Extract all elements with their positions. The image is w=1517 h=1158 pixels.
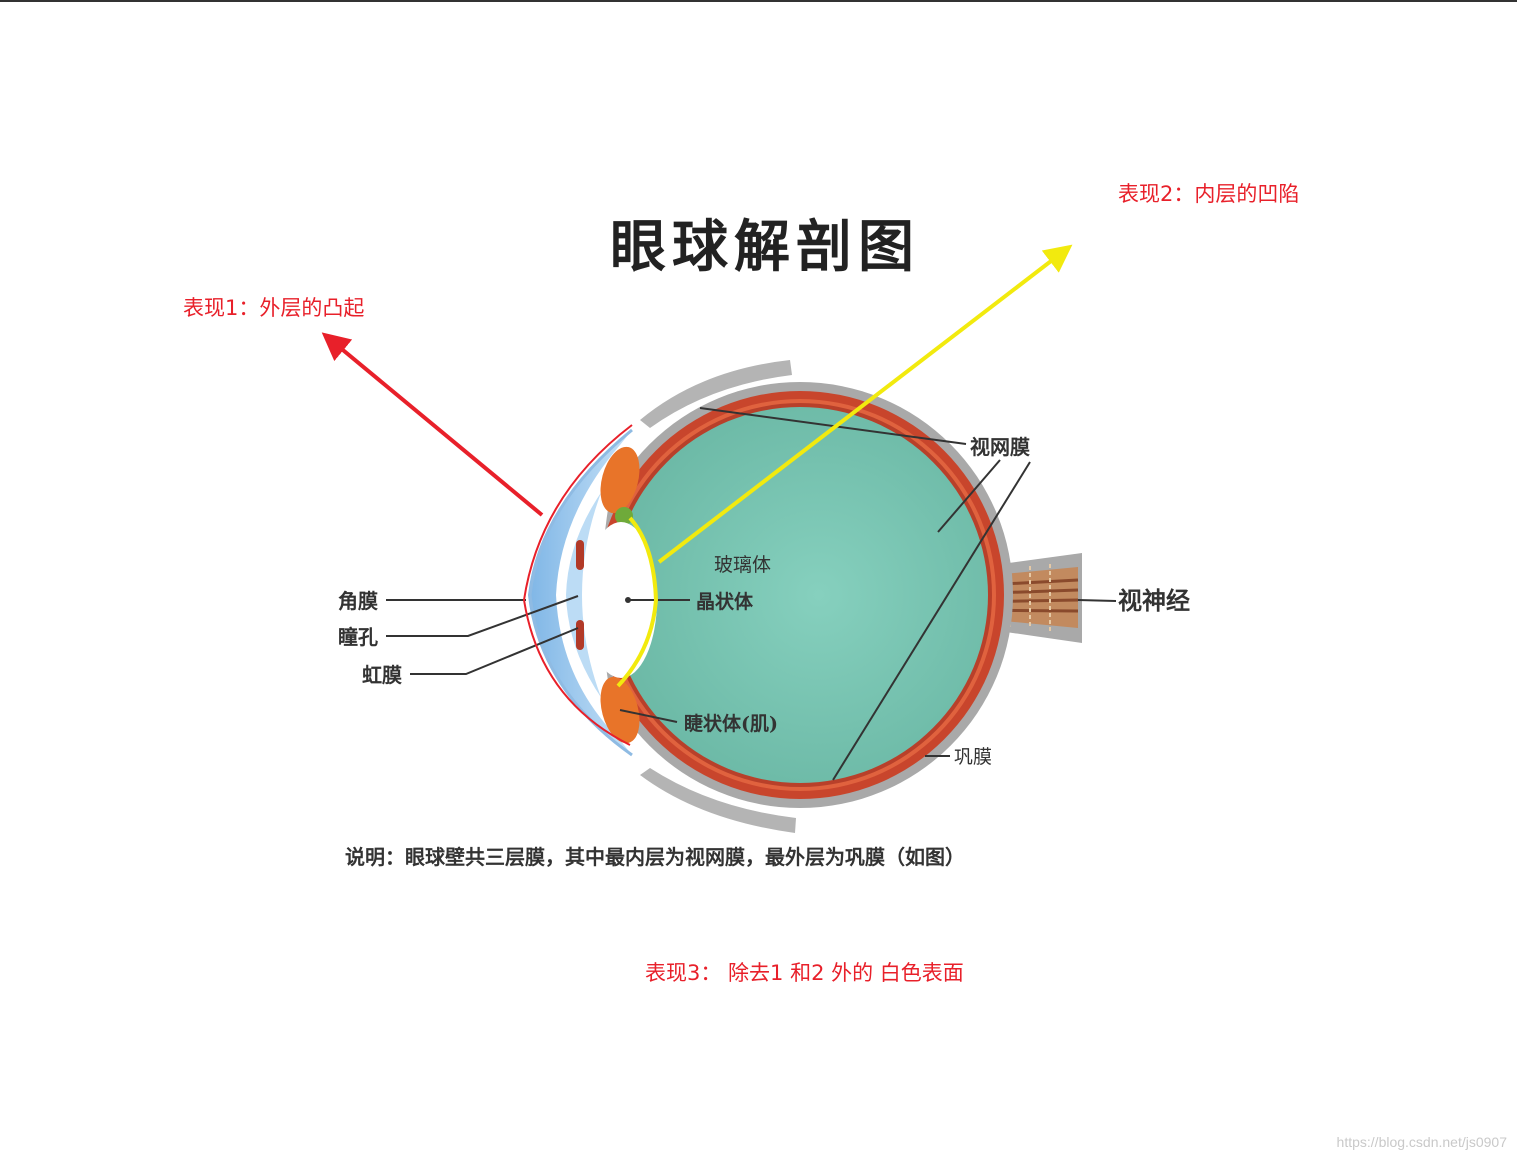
label-lens: 晶状体 xyxy=(696,590,754,613)
label-vitreous: 玻璃体 xyxy=(714,554,771,576)
iris-top xyxy=(576,540,584,570)
label-pupil: 瞳孔 xyxy=(338,625,378,649)
leader-lines xyxy=(386,407,1117,781)
vitreous-body xyxy=(612,407,988,783)
diagram-caption: 说明：眼球壁共三层膜，其中最内层为视网膜，最外层为巩膜（如图） xyxy=(345,845,965,869)
sclera-bottom-arc xyxy=(640,768,796,833)
inner-concavity-outline xyxy=(616,516,659,688)
iris-bottom xyxy=(576,620,584,650)
ciliary-body-top xyxy=(600,446,640,514)
label-sclera: 巩膜 xyxy=(954,746,992,768)
annotation-note-2: 表现2：内层的凹陷 xyxy=(1118,182,1300,206)
annotation-note-1: 表现1：外层的凸起 xyxy=(183,296,365,320)
label-ciliary: 睫状体(肌) xyxy=(684,712,778,735)
diagram-title: 眼球解剖图 xyxy=(610,214,920,280)
red-annotation-arrow xyxy=(321,332,544,517)
label-cornea: 角膜 xyxy=(338,589,378,613)
yellow-annotation-arrow xyxy=(657,244,1073,564)
annotation-note-3: 表现3： 除去1 和2 外的 白色表面 xyxy=(645,961,964,985)
label-retina: 视网膜 xyxy=(970,435,1030,459)
outer-bulge-outline xyxy=(522,424,633,746)
lens xyxy=(585,522,657,678)
label-optic-nerve: 视神经 xyxy=(1118,586,1190,615)
watermark: https://blog.csdn.net/js0907 xyxy=(1336,1134,1507,1150)
label-iris: 虹膜 xyxy=(362,663,402,687)
top-border-line xyxy=(0,0,1517,2)
sclera-top-arc xyxy=(640,360,792,428)
